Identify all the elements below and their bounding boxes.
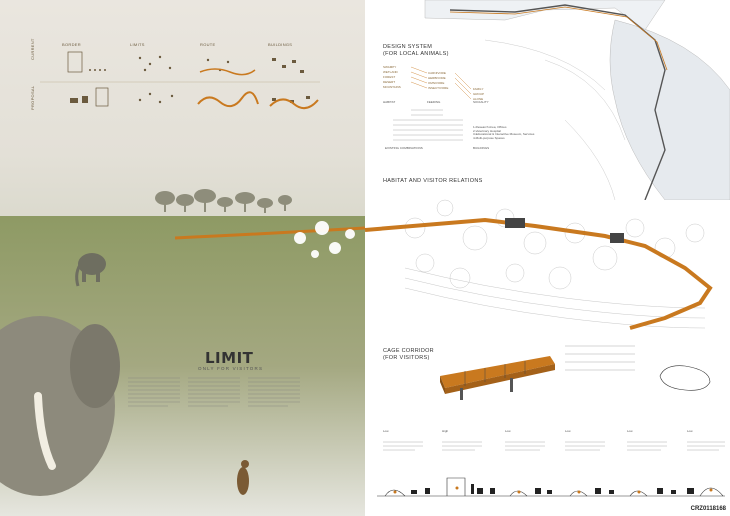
- level-4: Low: [565, 429, 571, 433]
- level-6: Low: [687, 429, 693, 433]
- body-text-lines: [128, 377, 300, 407]
- col-limits: LIMITS: [130, 42, 145, 47]
- level-5: Low: [627, 429, 633, 433]
- svg-text:OMNIVORE: OMNIVORE: [428, 81, 444, 85]
- col-buildings: BUILDINGS: [268, 42, 293, 47]
- svg-text:WETLAND: WETLAND: [383, 70, 399, 74]
- page-title: LIMIT: [205, 349, 254, 367]
- project-code: CRZ0118168: [690, 506, 726, 512]
- level-2: High: [442, 429, 449, 433]
- site-plan: [424, 0, 730, 200]
- svg-text:MOUNTAINS: MOUNTAINS: [383, 85, 401, 89]
- left-panel: BORDER LIMITS ROUTE BUILDINGS CURRENT PR…: [0, 0, 365, 516]
- savanna-scene: [0, 189, 365, 516]
- habitat-section-title: HABITAT AND VISITOR RELATIONS: [383, 178, 483, 184]
- feeding-label: FEEDING: [427, 100, 441, 104]
- buildings-label: BUILDINGS: [473, 146, 490, 150]
- col-border: BORDER: [62, 42, 81, 47]
- svg-text:FOREST: FOREST: [383, 75, 395, 79]
- sociality-label: SOCIALITY: [473, 100, 489, 104]
- page-subtitle: ONLY FOR VISITORS: [198, 366, 264, 371]
- svg-text:INSECTIVORE: INSECTIVORE: [428, 86, 448, 90]
- cage-corridor-title: CAGE CORRIDOR(FOR VISITORS): [383, 348, 434, 361]
- svg-text:DESERT: DESERT: [383, 80, 395, 84]
- svg-text:SWAMPY: SWAMPY: [383, 65, 396, 69]
- svg-text:CARNIVORE: CARNIVORE: [428, 71, 446, 75]
- level-1: Low: [383, 429, 389, 433]
- svg-text:GROUP: GROUP: [473, 92, 484, 96]
- habitat-illustration: [365, 199, 713, 330]
- col-route: ROUTE: [200, 42, 216, 47]
- cage-corridor-drawing: [440, 345, 711, 400]
- combinations-list: [393, 109, 463, 141]
- existing-combinations-label: EXISTING COMBINATIONS: [385, 146, 423, 150]
- protection-sections: [377, 441, 725, 497]
- habitat-label: HABITAT: [383, 100, 396, 104]
- level-3: Low: [505, 429, 511, 433]
- matrix-icons: [40, 51, 320, 110]
- design-system-title: DESIGN SYSTEM(FOR LOCAL ANIMALS): [383, 44, 449, 57]
- svg-text:HERBIVORE: HERBIVORE: [428, 76, 446, 80]
- svg-text:ALONE: ALONE: [473, 97, 483, 101]
- svg-text:FAMILY: FAMILY: [473, 87, 483, 91]
